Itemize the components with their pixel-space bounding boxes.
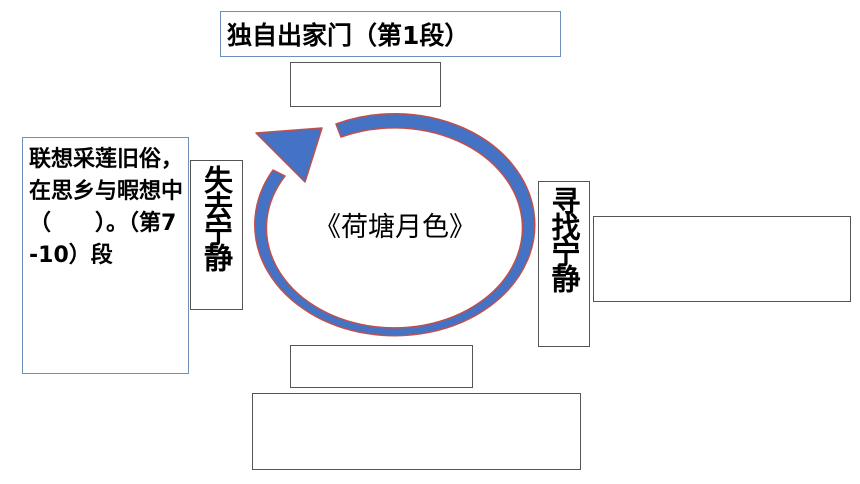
center-title: 《荷塘月色》 (314, 212, 476, 243)
left-box-text: 联想采莲旧俗，在思乡与暇想中（ ）。（第7-10）段 (29, 147, 184, 268)
blank-box-top (290, 62, 441, 107)
blank-box-bottom (290, 345, 473, 388)
left-text-box: 联想采莲旧俗，在思乡与暇想中（ ）。（第7-10）段 (22, 137, 189, 374)
cycle-arrow-head (255, 127, 323, 183)
title-box: 独自出家门（第1段） (220, 11, 561, 57)
title-text: 独自出家门（第1段） (227, 21, 470, 50)
seek-calm-box: 寻找宁静 (538, 181, 590, 347)
lose-calm-box: 失去宁静 (190, 160, 243, 310)
seek-calm-text: 寻找宁静 (547, 186, 581, 290)
blank-box-right (593, 216, 851, 302)
blank-box-bottom-large (252, 393, 581, 470)
cycle-arrow-body (254, 112, 536, 337)
lose-calm-text: 失去宁静 (199, 165, 234, 269)
